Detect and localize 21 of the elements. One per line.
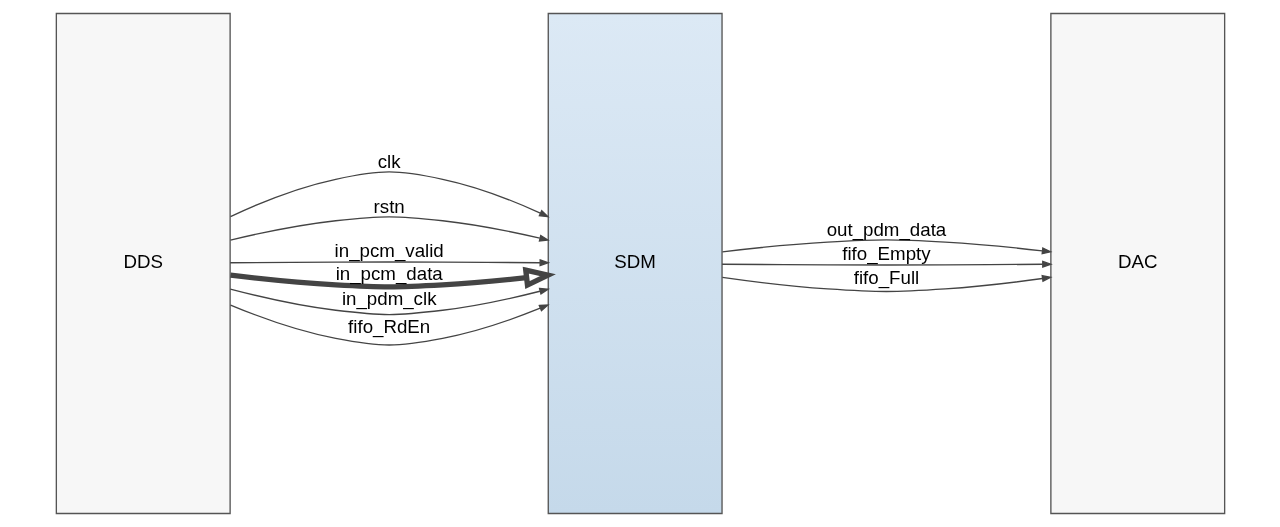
edge-label: in_pdm_clk (341, 288, 436, 310)
node-box: DAC (1049, 12, 1225, 515)
arrow (229, 266, 556, 290)
arrow (229, 287, 550, 316)
node-box: DDS (55, 12, 231, 515)
edge-label: fifo_Empty (841, 242, 931, 264)
edge-label: in_pcm_data (335, 262, 443, 284)
edge-label: in_pcm_valid (334, 240, 444, 262)
arrow (721, 274, 1053, 293)
arrow (721, 239, 1052, 255)
arrow (229, 304, 550, 346)
arrow (720, 260, 1053, 269)
arrow (229, 258, 550, 267)
edge-label: clk (377, 150, 401, 172)
edge-label: rstn (373, 195, 405, 217)
edge-label: fifo_Full (853, 266, 919, 288)
edge-label: fifo_RdEn (347, 316, 430, 338)
arrow (229, 216, 550, 242)
edge-label: out_pdm_data (826, 218, 946, 240)
node-box: SDM (547, 12, 723, 515)
arrow (229, 171, 550, 218)
